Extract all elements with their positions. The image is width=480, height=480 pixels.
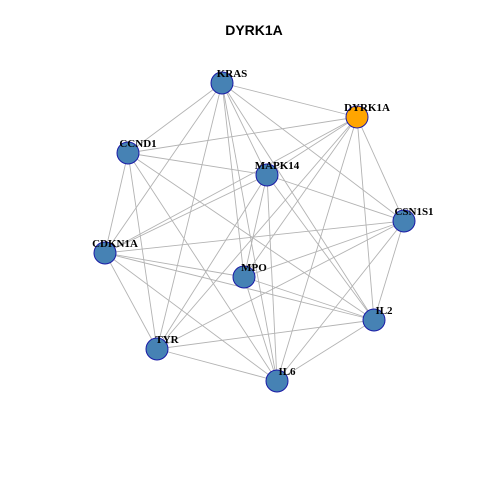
edge-kras-mpo	[221, 82, 245, 278]
node-label: CSN1S1	[394, 206, 433, 218]
node-circle[interactable]	[93, 241, 117, 265]
node-mapk14[interactable]: MAPK14	[255, 160, 300, 187]
edge-cdkn1a-tyr	[104, 252, 158, 350]
node-il2[interactable]: IL2	[362, 305, 393, 332]
node-circle[interactable]	[255, 163, 279, 187]
edge-csn1s1-mpo	[243, 220, 405, 278]
node-label: IL2	[375, 305, 393, 317]
node-circle[interactable]	[345, 105, 369, 129]
edge-dyrk1a-cdkn1a	[104, 116, 358, 254]
node-label: IL6	[278, 366, 296, 378]
node-circle[interactable]	[116, 141, 140, 165]
node-kras[interactable]: KRAS	[210, 68, 248, 95]
node-label: MAPK14	[255, 160, 300, 172]
edge-mpo-il6	[243, 276, 278, 382]
edge-mapk14-csn1s1	[266, 174, 405, 222]
edge-dyrk1a-csn1s1	[356, 116, 405, 222]
edge-mapk14-il6	[266, 174, 278, 382]
edge-csn1s1-tyr	[156, 220, 405, 350]
edge-mpo-il2	[243, 276, 375, 321]
edge-ccnd1-tyr	[127, 152, 158, 350]
node-ccnd1[interactable]: CCND1	[116, 138, 157, 165]
edge-csn1s1-il6	[276, 220, 405, 382]
edge-il2-tyr	[156, 319, 375, 350]
node-csn1s1[interactable]: CSN1S1	[392, 206, 434, 233]
node-dyrk1a[interactable]: DYRK1A	[344, 102, 390, 129]
edge-kras-cdkn1a	[104, 82, 223, 254]
edge-ccnd1-il6	[127, 152, 278, 382]
node-label: KRAS	[217, 68, 248, 80]
node-label: TYR	[155, 334, 179, 346]
edge-dyrk1a-il2	[356, 116, 375, 321]
node-circle[interactable]	[265, 369, 289, 393]
graph-title: DYRK1A	[225, 22, 283, 38]
edge-ccnd1-mapk14	[127, 152, 268, 176]
edge-kras-il6	[221, 82, 278, 382]
node-circle[interactable]	[145, 337, 169, 361]
edge-tyr-il6	[156, 348, 278, 382]
edge-cdkn1a-il6	[104, 252, 278, 382]
node-circle[interactable]	[232, 265, 256, 289]
node-circle[interactable]	[392, 209, 416, 233]
node-circle[interactable]	[362, 308, 386, 332]
edge-kras-ccnd1	[127, 82, 223, 154]
edge-mapk14-il2	[266, 174, 375, 321]
edge-csn1s1-il2	[373, 220, 405, 321]
edge-csn1s1-cdkn1a	[104, 220, 405, 254]
edge-dyrk1a-mapk14	[266, 116, 358, 176]
node-label: CCND1	[119, 138, 156, 150]
edge-dyrk1a-ccnd1	[127, 116, 358, 154]
node-mpo[interactable]: MPO	[232, 262, 267, 289]
edge-kras-mapk14	[221, 82, 268, 176]
edge-kras-csn1s1	[221, 82, 405, 222]
edge-dyrk1a-mpo	[243, 116, 358, 278]
edge-dyrk1a-il6	[276, 116, 358, 382]
edges-layer	[104, 82, 405, 382]
edge-kras-il2	[221, 82, 375, 321]
node-label: CDKN1A	[92, 238, 138, 250]
edge-ccnd1-cdkn1a	[104, 152, 129, 254]
edge-kras-dyrk1a	[221, 82, 358, 118]
edge-il2-il6	[276, 319, 375, 382]
edge-cdkn1a-mpo	[104, 252, 245, 278]
node-label: MPO	[241, 262, 267, 274]
edge-mapk14-cdkn1a	[104, 174, 268, 254]
node-label: DYRK1A	[344, 102, 390, 114]
node-tyr[interactable]: TYR	[145, 334, 180, 361]
edge-kras-tyr	[156, 82, 223, 350]
node-circle[interactable]	[210, 71, 234, 95]
node-il6[interactable]: IL6	[265, 366, 296, 393]
edge-mapk14-tyr	[156, 174, 268, 350]
edge-ccnd1-il2	[127, 152, 375, 321]
edge-dyrk1a-tyr	[156, 116, 358, 350]
edge-mapk14-mpo	[243, 174, 268, 278]
node-cdkn1a[interactable]: CDKN1A	[92, 238, 138, 265]
